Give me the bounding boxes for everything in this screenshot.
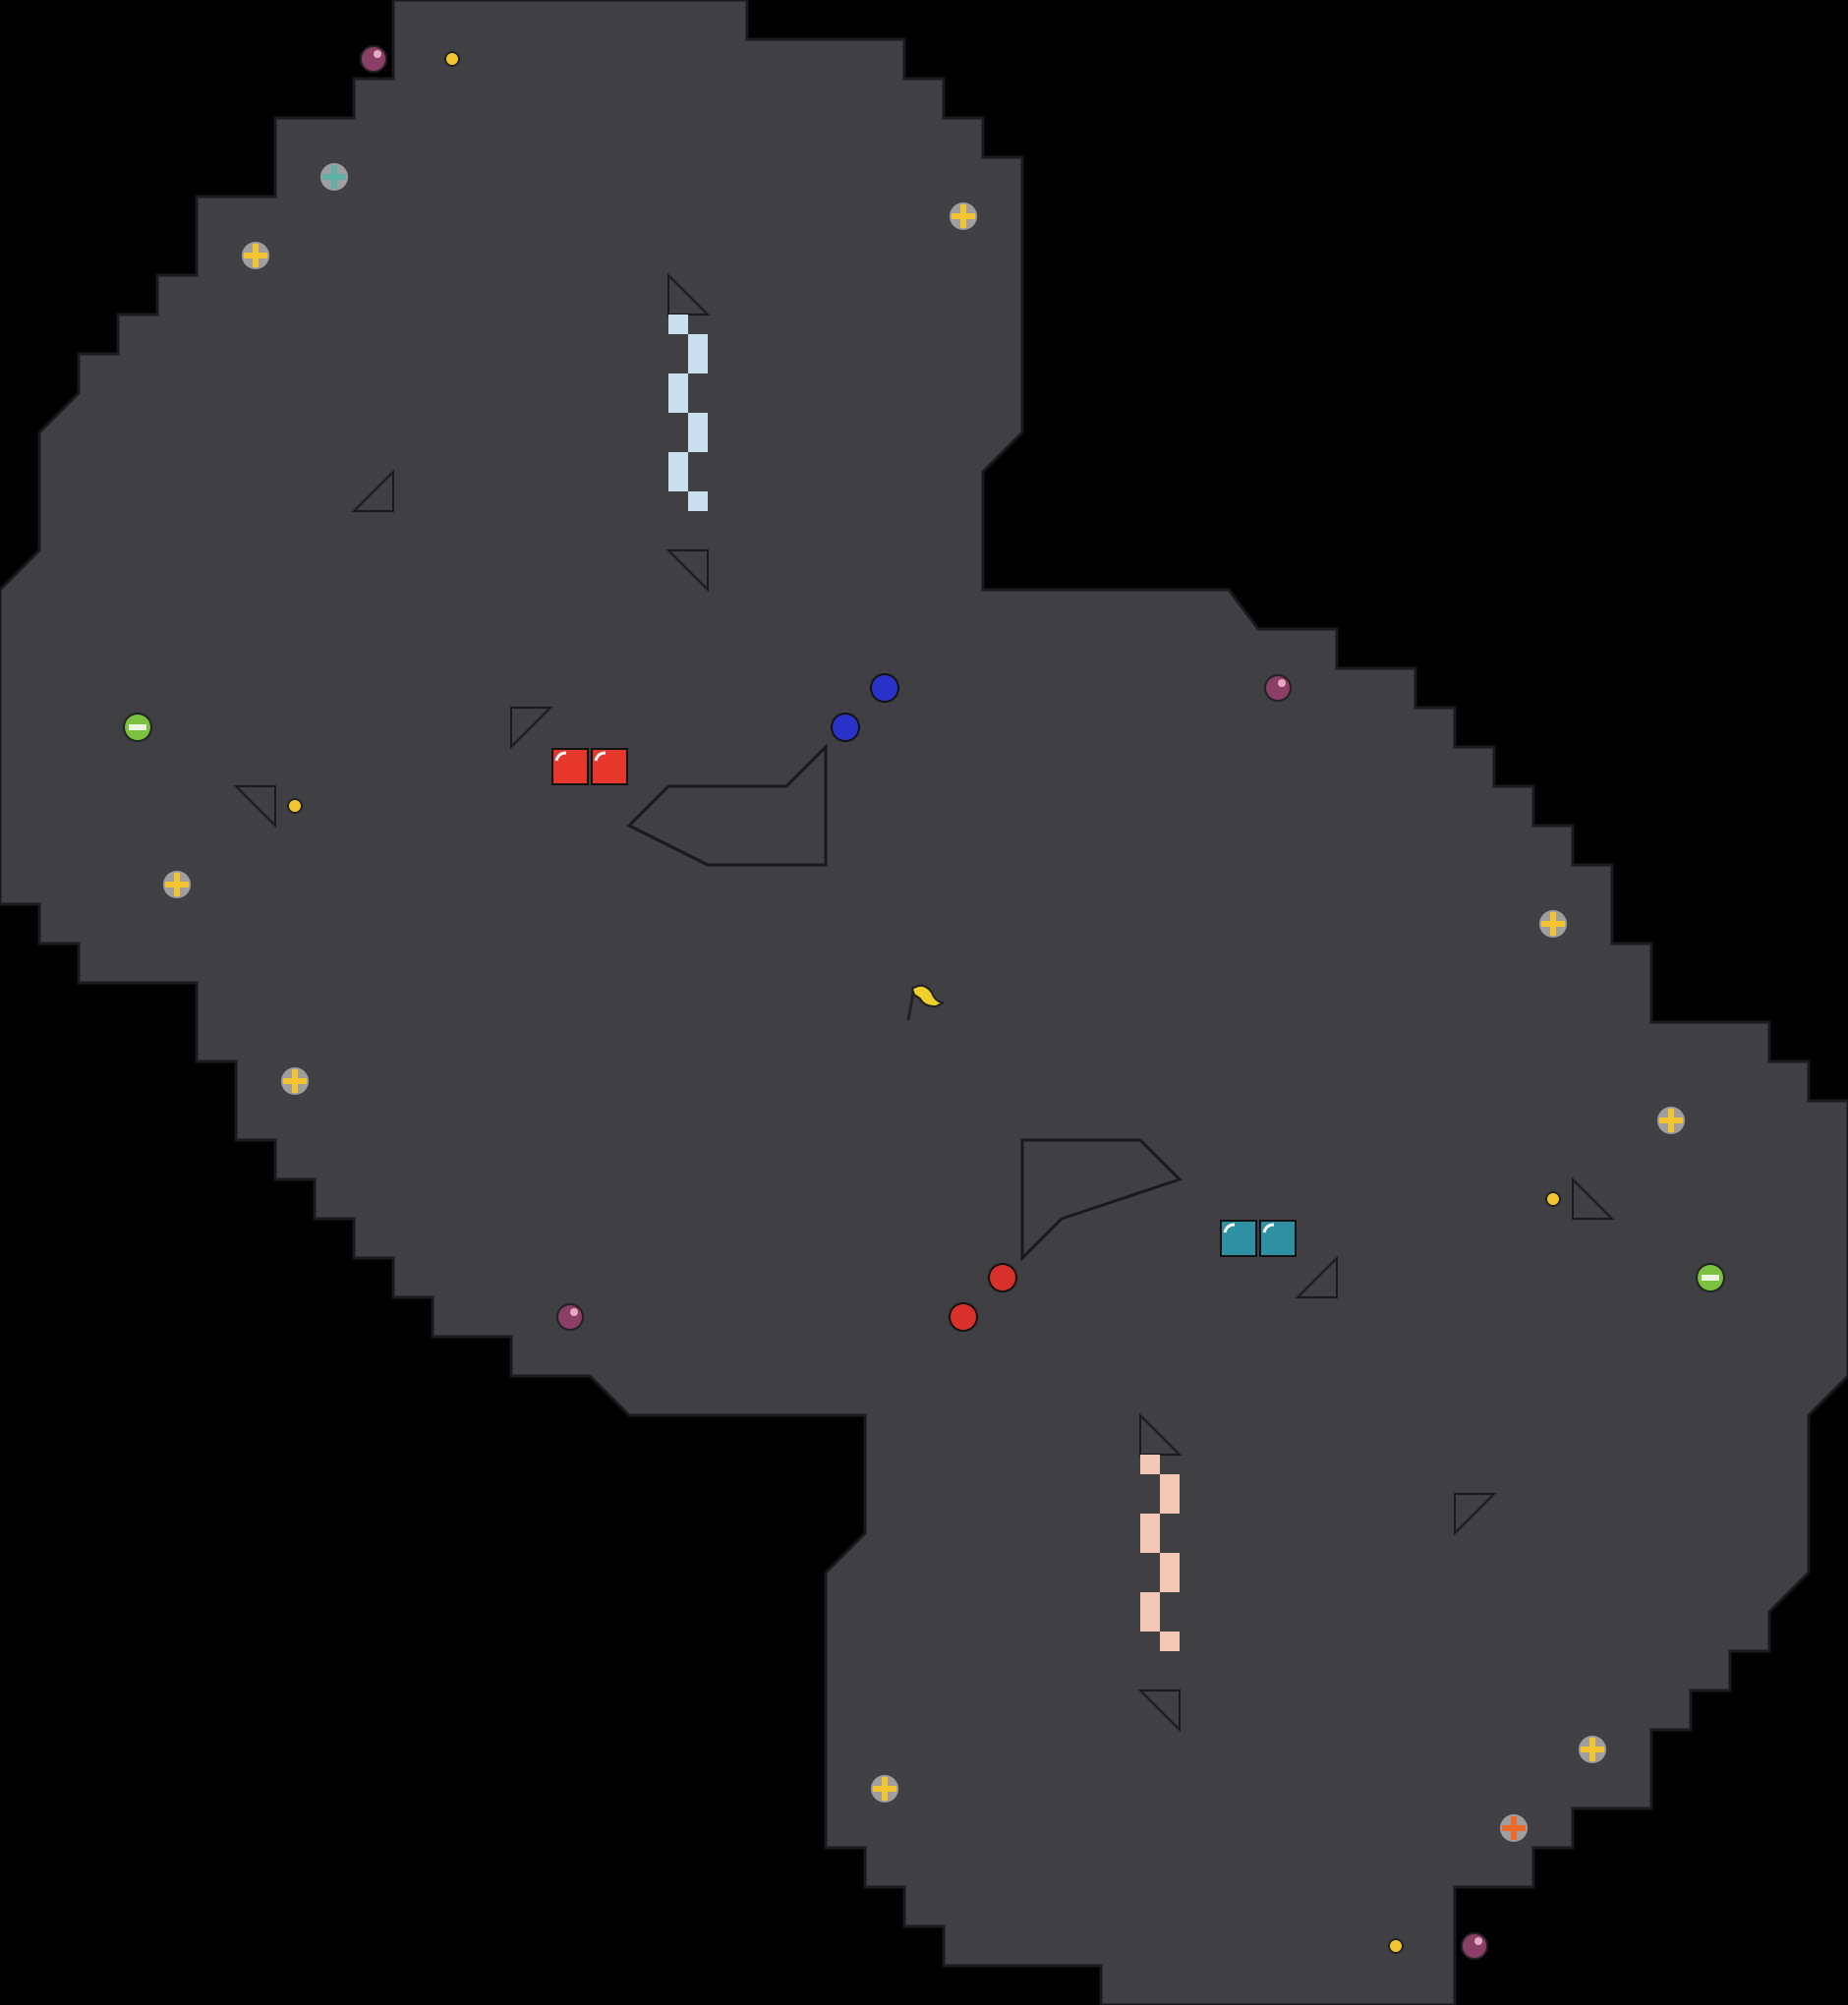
boost-bar-v (882, 1777, 888, 1801)
teal-gate-icon (1259, 1220, 1297, 1257)
bomb-glint (1278, 679, 1286, 687)
boost-bar-v (292, 1069, 298, 1093)
red-tint-tile (1140, 1514, 1160, 1533)
red-tint-tile (1160, 1553, 1180, 1573)
boost-icon (1657, 1107, 1685, 1134)
red-tint-tile (1140, 1533, 1160, 1553)
boost-icon (950, 202, 977, 230)
boost-icon (163, 871, 191, 898)
detail-layer (668, 315, 1180, 1651)
bomb-body (556, 1303, 584, 1331)
boost-bar-v (960, 204, 966, 228)
marker-dot-icon (1545, 1191, 1561, 1207)
red-tint-tile (1140, 1612, 1160, 1632)
marker-dot-icon (287, 798, 303, 814)
boost-icon (242, 242, 269, 269)
blue-tint-tile (668, 315, 688, 334)
powerup-band (129, 724, 146, 730)
gate-shine (1223, 1223, 1236, 1233)
red-ball-icon (988, 1263, 1017, 1292)
bomb-glint (1474, 1937, 1482, 1945)
red-boost-icon (1500, 1814, 1528, 1842)
bomb-icon (1264, 674, 1292, 702)
blue-tint-tile (688, 413, 708, 432)
bomb-glint (570, 1308, 578, 1316)
blue-tint-tile (668, 472, 688, 491)
blue-ball-icon (870, 673, 899, 703)
entity-layer (123, 45, 1725, 1960)
bomb-icon (360, 45, 387, 73)
blue-tint-tile (668, 393, 688, 413)
boost-icon (1579, 1736, 1606, 1763)
blue-ball-icon (831, 713, 860, 742)
boost-bar-v (331, 165, 337, 189)
gate-shine (594, 751, 606, 762)
boost-bar-v (1550, 912, 1556, 936)
blue-tint-tile (688, 334, 708, 354)
red-tint-tile (1160, 1632, 1180, 1651)
bomb-icon (556, 1303, 584, 1331)
wall-block-lower (1020, 1138, 1183, 1262)
red-tint-tile (1140, 1455, 1160, 1474)
red-gate-icon (551, 748, 589, 785)
blue-tint-tile (668, 373, 688, 393)
wall-wedge (1572, 1176, 1615, 1220)
bomb-body (360, 45, 387, 73)
blue-tint-tile (688, 354, 708, 373)
wall-wedge (233, 785, 276, 829)
blue-tint-tile (688, 432, 708, 452)
blue-tint-tile (668, 452, 688, 472)
teal-gate-icon (1220, 1220, 1257, 1257)
red-ball-icon (949, 1302, 978, 1332)
flag-icon (906, 984, 945, 1021)
boost-bar-v (253, 244, 259, 267)
red-tint-tile (1160, 1474, 1180, 1494)
red-gate-icon (591, 748, 628, 785)
wall-wedge (510, 707, 553, 750)
boost-icon (281, 1067, 309, 1095)
wall-block-upper (626, 743, 828, 867)
flag-cloth (910, 984, 945, 1008)
boost-icon (1539, 910, 1567, 938)
red-tint-tile (1160, 1494, 1180, 1514)
powerup-icon (123, 713, 152, 742)
bomb-icon (1461, 1932, 1488, 1960)
bomb-body (1461, 1932, 1488, 1960)
teal-boost-icon (320, 163, 348, 191)
wall-wedge (351, 469, 394, 512)
bomb-glint (374, 50, 381, 58)
wall-wedge (1295, 1255, 1338, 1298)
boost-bar-v (1589, 1738, 1595, 1761)
gate-shine (1262, 1223, 1275, 1233)
boost-bar-v (1668, 1109, 1674, 1132)
wall-wedge (1454, 1493, 1497, 1536)
red-tint-tile (1160, 1573, 1180, 1592)
wall-wedge (665, 549, 709, 593)
boost-bar-v (1511, 1816, 1517, 1840)
marker-dot-icon (444, 51, 460, 67)
powerup-icon (1696, 1263, 1725, 1292)
wall-wedge (1137, 1690, 1181, 1733)
red-tint-tile (1140, 1592, 1160, 1612)
marker-dot-icon (1388, 1938, 1404, 1954)
boost-bar-v (174, 873, 180, 896)
powerup-band (1702, 1275, 1719, 1281)
gate-shine (554, 751, 567, 762)
bomb-body (1264, 674, 1292, 702)
blue-tint-tile (688, 491, 708, 511)
boost-icon (871, 1775, 898, 1803)
